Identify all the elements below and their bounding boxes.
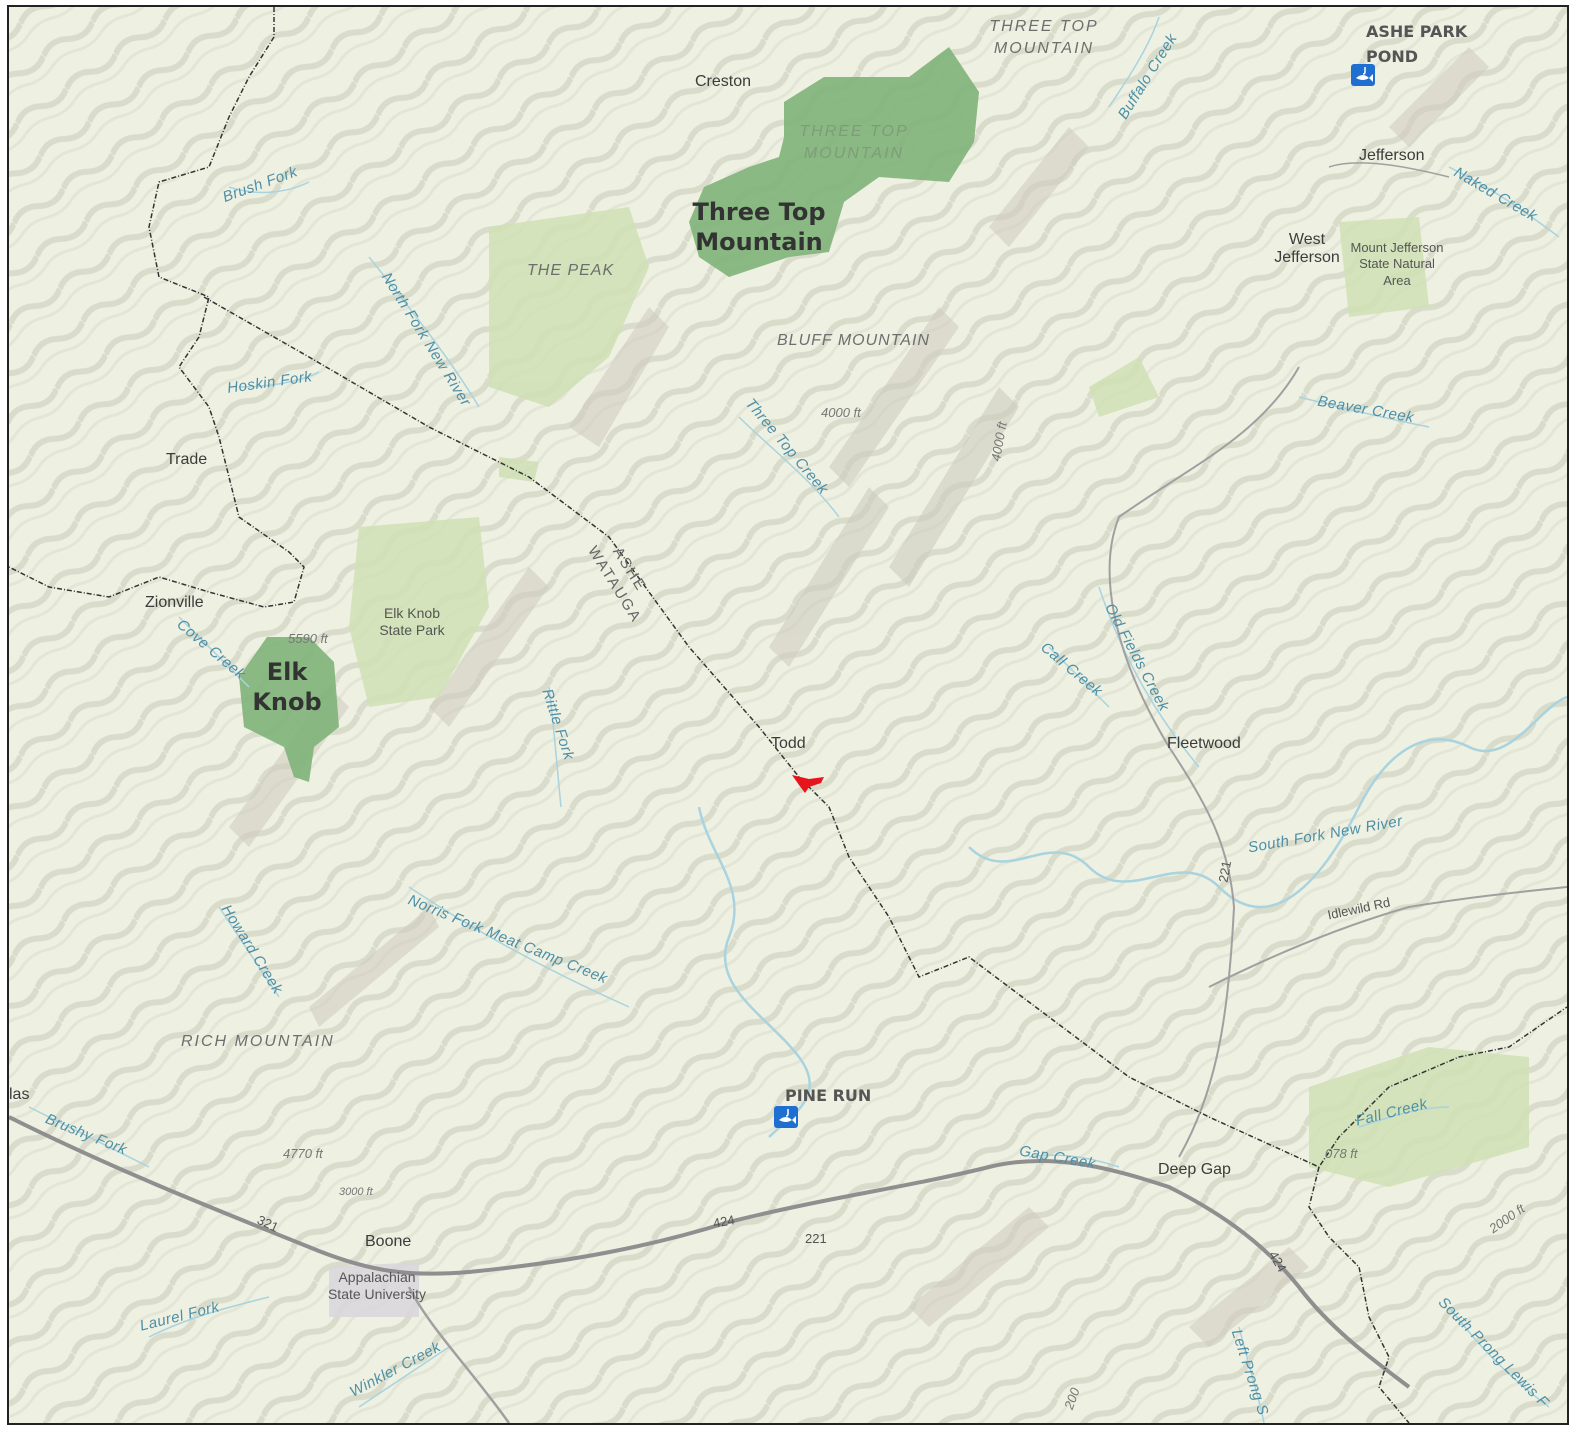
road-424-west: 424 <box>711 1212 736 1231</box>
three-top-mountain-area[interactable] <box>689 47 979 277</box>
ashe-park-pond-label: ASHE PARK POND <box>1366 22 1468 66</box>
town-creston: Creston <box>695 73 752 90</box>
mountain-the-peak: THE PEAK <box>527 262 615 279</box>
town-todd: Todd <box>771 735 806 752</box>
fishing-icon-pine-run[interactable] <box>774 1106 798 1128</box>
three-top-mountain-label: Three Top Mountain <box>692 198 826 256</box>
mountain-rich: RICH MOUNTAIN <box>181 1033 335 1050</box>
mountain-three-top-north: THREE TOP MOUNTAIN <box>989 18 1099 57</box>
town-west-jefferson: West Jefferson <box>1274 231 1340 266</box>
town-zionville: Zionville <box>145 594 204 611</box>
elevation-4770: 4770 ft <box>283 1146 323 1161</box>
map-canvas[interactable] <box>9 7 1567 1423</box>
fishing-icon-ashe-park[interactable] <box>1351 64 1375 86</box>
county-boundary <box>9 7 1567 1423</box>
road-221-south: 221 <box>805 1231 827 1246</box>
public-land-light <box>329 207 1529 1317</box>
road-221-north: 221 <box>1215 859 1235 884</box>
town-fleetwood: Fleetwood <box>1167 735 1241 752</box>
relief-shading <box>229 47 1489 1347</box>
mountain-three-top-overlay: THREE TOP MOUNTAIN <box>799 123 909 163</box>
elevation-4000-a: 4000 ft <box>821 405 861 420</box>
map-frame[interactable]: Three Top Mountain Elk Knob ASHE PARK PO… <box>7 5 1569 1425</box>
waterways <box>28 16 1567 1423</box>
highlighted-parcel[interactable] <box>792 775 824 793</box>
park-elk-knob-state-park: Elk Knob State Park <box>379 605 445 638</box>
town-deep-gap: Deep Gap <box>1158 1161 1231 1178</box>
elk-knob-label: Elk Knob <box>252 658 322 716</box>
town-trade: Trade <box>166 451 208 468</box>
elevation-3000: 3000 ft <box>339 1186 373 1198</box>
elk-knob-area[interactable] <box>239 637 339 782</box>
town-jefferson: Jefferson <box>1359 147 1425 164</box>
pine-run-label: PINE RUN <box>785 1086 872 1105</box>
elevation-078: 078 ft <box>1325 1146 1358 1161</box>
park-mount-jefferson: Mount Jefferson State Natural Area <box>1350 240 1444 288</box>
roads <box>9 162 1567 1423</box>
town-las: las <box>9 1086 30 1103</box>
mountain-bluff: BLUFF MOUNTAIN <box>777 332 930 349</box>
elevation-5590: 5590 ft <box>288 631 328 646</box>
park-appalachian-state: Appalachian State University <box>327 1269 427 1302</box>
town-boone: Boone <box>365 1233 412 1250</box>
